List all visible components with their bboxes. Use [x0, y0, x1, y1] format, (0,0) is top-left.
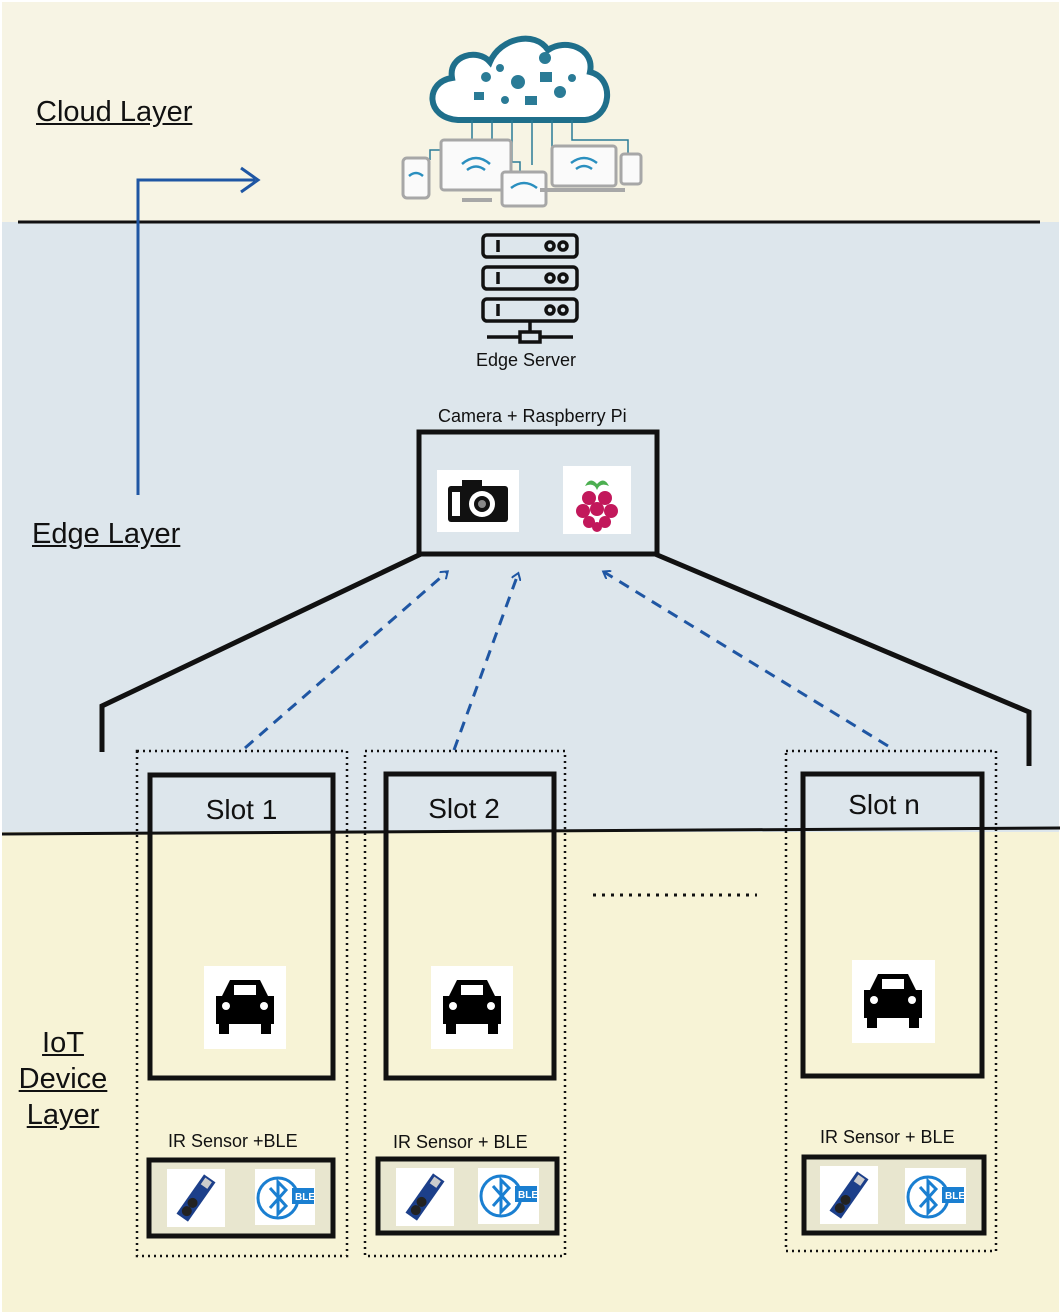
- slot-groups: [135, 749, 998, 1258]
- camera-pi-box: [416, 429, 660, 557]
- ir-sensor-icon: [167, 1169, 225, 1227]
- iot-layer-label: IoT Device Layer: [18, 1027, 108, 1131]
- slot-title: Slot 1: [205, 794, 278, 825]
- sensor-label: IR Sensor + BLE: [820, 1127, 955, 1147]
- edge-layer-label: Edge Layer: [32, 518, 181, 550]
- right-fan-line: [654, 551, 1032, 766]
- svg-text:BLE: BLE: [518, 1190, 538, 1201]
- sensor-label: IR Sensor +BLE: [168, 1131, 298, 1151]
- car-icon: [204, 966, 286, 1049]
- server-rack-icon: [481, 233, 579, 344]
- sensor-label: IR Sensor + BLE: [393, 1132, 528, 1152]
- left-fan-line: [99, 551, 423, 752]
- slot-title: Slot 2: [428, 793, 500, 824]
- bluetooth-ble-icon: BLE: [255, 1169, 315, 1225]
- svg-text:BLE: BLE: [945, 1191, 965, 1202]
- edge-to-cloud-arrow: [136, 166, 261, 495]
- slot-title: Slot n: [848, 789, 920, 820]
- edge-server-label: Edge Server: [476, 350, 577, 370]
- camera-pi-label: Camera + Raspberry Pi: [438, 406, 627, 426]
- slot-data-arrows: [244, 572, 889, 751]
- slot-boxes: [147, 771, 985, 1081]
- ir-sensor-icon: [820, 1166, 878, 1224]
- cloud-layer-label: Cloud Layer: [36, 96, 193, 128]
- car-icon: [431, 966, 513, 1049]
- bluetooth-ble-icon: BLE: [478, 1168, 539, 1224]
- camera-icon: [437, 470, 519, 532]
- ir-sensor-icon: [396, 1168, 454, 1226]
- svg-text:BLE: BLE: [295, 1192, 315, 1203]
- cloud-services-icon: [401, 35, 643, 208]
- raspberry-pi-icon: [563, 466, 631, 534]
- bluetooth-ble-icon: BLE: [905, 1168, 966, 1224]
- edge-iot-divider: [1, 826, 1061, 836]
- car-icon: [852, 960, 935, 1043]
